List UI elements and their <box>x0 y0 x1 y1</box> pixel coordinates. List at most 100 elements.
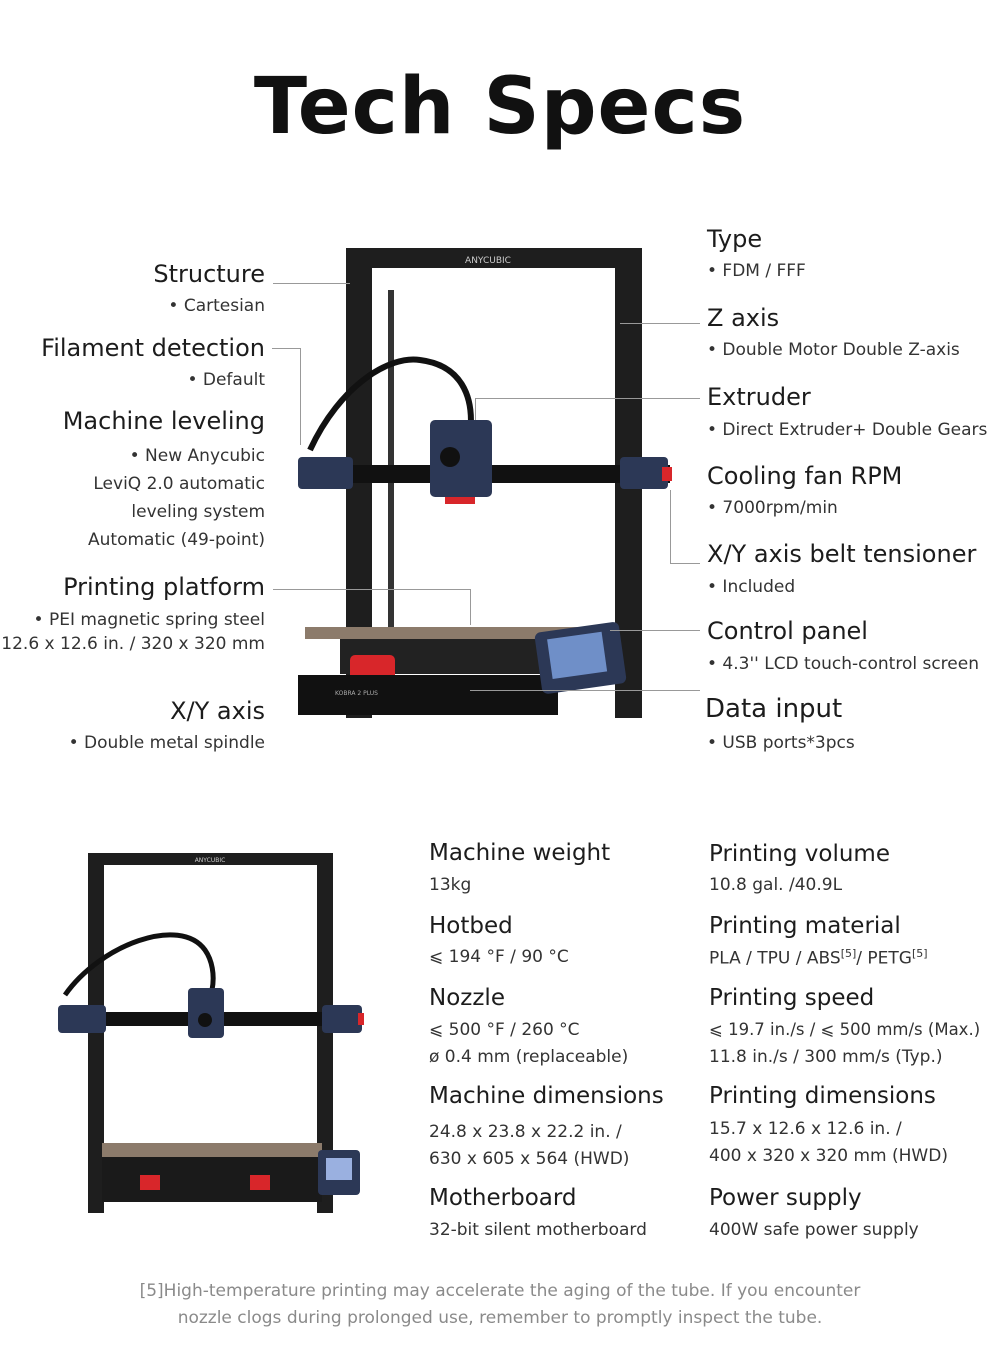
spec-label-type: Type <box>707 225 763 253</box>
leader-line-structure <box>273 283 350 284</box>
spec-value-z-axis: • Double Motor Double Z-axis <box>707 340 960 360</box>
printer-image-main: ANYCUBIC KOBRA 2 PLUS <box>298 248 672 718</box>
printer-image-front: ANYCUBIC <box>58 853 364 1213</box>
base <box>102 1157 322 1202</box>
spec-value-machine-leveling-1: • New Anycubic <box>129 446 265 466</box>
spec-value-machine-weight: 13kg <box>429 875 472 895</box>
material-text-1: PLA / TPU / ABS <box>709 948 841 969</box>
top-frame-bar <box>346 248 642 268</box>
extruder-knob <box>440 447 460 467</box>
base <box>298 675 558 715</box>
spec-label-printing-material: Printing material <box>709 913 901 939</box>
spec-label-xy-axis: X/Y axis <box>170 697 265 725</box>
leader-line-tensioner-v <box>670 490 671 563</box>
spec-label-machine-dimensions: Machine dimensions <box>429 1083 664 1109</box>
footnote-line-2: nozzle clogs during prolonged use, remem… <box>177 1308 823 1328</box>
spec-label-belt-tensioner: X/Y axis belt tensioner <box>707 540 977 568</box>
spec-value-machine-dimensions-2: 630 x 605 x 564 (HWD) <box>429 1149 630 1169</box>
spec-value-control-panel: • 4.3'' LCD touch-control screen <box>707 654 979 674</box>
belt-tensioner-knob <box>662 467 672 481</box>
right-frame-post <box>317 853 333 1213</box>
leader-line-extruder-v <box>475 398 476 420</box>
spec-value-printing-dimensions-2: 400 x 320 x 320 mm (HWD) <box>709 1146 948 1166</box>
print-bed <box>305 627 580 639</box>
left-gantry-block <box>58 1005 106 1033</box>
spec-label-cooling-fan: Cooling fan RPM <box>707 462 903 490</box>
spec-label-printing-dimensions: Printing dimensions <box>709 1083 936 1109</box>
spec-value-printing-platform-2: 12.6 x 12.6 in. / 320 x 320 mm <box>1 634 265 654</box>
spec-value-structure: • Cartesian <box>168 296 265 316</box>
belt-tensioner-knob <box>358 1013 364 1025</box>
spec-label-printing-volume: Printing volume <box>709 841 890 867</box>
spec-label-printing-speed: Printing speed <box>709 985 875 1011</box>
spec-value-machine-leveling-4: Automatic (49-point) <box>88 530 265 550</box>
right-motor-cap <box>250 1175 270 1190</box>
spec-value-printing-platform-1: • PEI magnetic spring steel <box>33 610 265 630</box>
spec-label-machine-weight: Machine weight <box>429 840 611 866</box>
top-frame-bar <box>88 853 333 865</box>
spec-value-nozzle-2: ø 0.4 mm (replaceable) <box>429 1047 629 1067</box>
spec-value-xy-axis: • Double metal spindle <box>68 733 265 753</box>
leader-line-filament-v <box>300 348 301 445</box>
right-gantry-block <box>620 457 668 489</box>
leader-line-z-axis <box>620 323 700 324</box>
leader-line-platform <box>273 589 470 590</box>
spec-value-filament-detection: • Default <box>187 370 265 390</box>
brand-logo: ANYCUBIC <box>465 256 511 266</box>
right-gantry-block <box>322 1005 362 1033</box>
leader-line-tensioner <box>670 563 700 564</box>
spec-label-hotbed: Hotbed <box>429 913 513 939</box>
left-motor-cap <box>140 1175 160 1190</box>
motor-cap <box>350 655 395 680</box>
spec-value-nozzle-1: ⩽ 500 °F / 260 °C <box>429 1020 580 1040</box>
model-logo: KOBRA 2 PLUS <box>335 690 378 697</box>
leader-line-extruder <box>475 398 700 399</box>
spec-value-power-supply: 400W safe power supply <box>709 1220 919 1240</box>
lcd-screen <box>326 1158 352 1180</box>
spec-value-data-input: • USB ports*3pcs <box>707 733 855 753</box>
material-text-2: / PETG <box>856 948 912 969</box>
spec-value-printing-material: PLA / TPU / ABS[5]/ PETG[5] <box>709 947 928 969</box>
spec-value-printing-speed-2: 11.8 in./s / 300 mm/s (Typ.) <box>709 1047 943 1067</box>
spec-label-data-input: Data input <box>705 694 843 724</box>
extruder-head <box>430 420 492 497</box>
spec-label-machine-leveling: Machine leveling <box>62 407 265 435</box>
spec-label-structure: Structure <box>153 260 265 288</box>
spec-value-type: • FDM / FFF <box>707 261 806 281</box>
spec-label-printing-platform: Printing platform <box>63 573 265 601</box>
spec-value-machine-dimensions-1: 24.8 x 23.8 x 22.2 in. / <box>429 1122 622 1142</box>
lcd-screen <box>547 631 608 680</box>
extruder-knob <box>198 1013 212 1027</box>
spec-label-z-axis: Z axis <box>707 304 780 332</box>
spec-value-machine-leveling-2: LeviQ 2.0 automatic <box>93 474 265 494</box>
filament-tube <box>62 932 216 997</box>
leader-line-data-input <box>470 690 700 691</box>
leader-line-control-panel <box>610 630 700 631</box>
spec-value-printing-volume: 10.8 gal. /40.9L <box>709 875 843 895</box>
page-title: Tech Specs <box>253 62 747 152</box>
leader-line-filament <box>272 348 300 349</box>
spec-value-extruder: • Direct Extruder+ Double Gears <box>707 420 988 440</box>
left-gantry-block <box>298 457 353 489</box>
nozzle-fan <box>445 497 475 504</box>
footnote-ref: [5] <box>911 947 928 960</box>
spec-value-printing-dimensions-1: 15.7 x 12.6 x 12.6 in. / <box>709 1119 902 1139</box>
spec-value-motherboard: 32-bit silent motherboard <box>429 1220 647 1240</box>
footnote-line-1: [5]High-temperature printing may acceler… <box>139 1281 861 1301</box>
spec-label-motherboard: Motherboard <box>429 1185 577 1211</box>
spec-value-printing-speed-1: ⩽ 19.7 in./s / ⩽ 500 mm/s (Max.) <box>709 1020 981 1039</box>
spec-value-belt-tensioner: • Included <box>707 577 796 597</box>
print-bed <box>102 1143 322 1157</box>
extruder-head <box>188 988 224 1038</box>
brand-logo: ANYCUBIC <box>195 857 226 864</box>
leader-line-platform-v <box>470 589 471 625</box>
spec-label-power-supply: Power supply <box>709 1185 862 1211</box>
spec-label-nozzle: Nozzle <box>429 985 505 1011</box>
footnote-ref: [5] <box>840 947 857 960</box>
spec-value-hotbed: ⩽ 194 °F / 90 °C <box>429 947 569 967</box>
spec-label-control-panel: Control panel <box>707 617 868 645</box>
spec-value-machine-leveling-3: leveling system <box>131 502 265 522</box>
filament-tube <box>307 356 474 452</box>
spec-label-filament-detection: Filament detection <box>41 334 265 362</box>
